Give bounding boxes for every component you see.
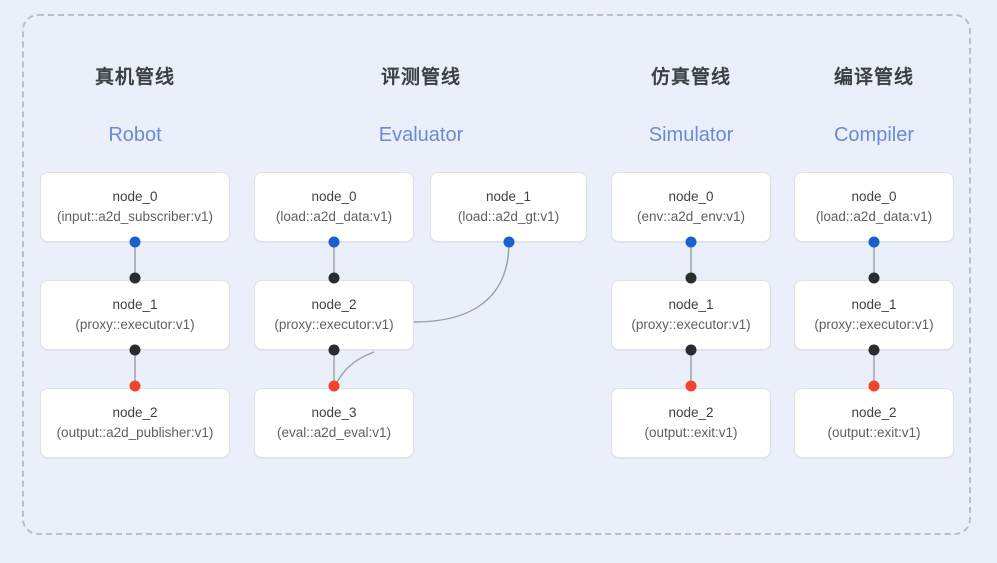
node-name: node_0: [311, 189, 357, 204]
node-compiler-1[interactable]: node_1 (proxy::executor:v1): [794, 280, 954, 350]
port-output-simulator-1[interactable]: [685, 344, 697, 356]
node-robot-2[interactable]: node_2 (output::a2d_publisher:v1): [40, 388, 230, 458]
node-name: node_1: [485, 189, 532, 204]
diagram-dashed-frame: [22, 14, 971, 535]
node-type: (load::a2d_gt:v1): [457, 209, 560, 224]
node-name: node_2: [668, 405, 714, 420]
port-output-simulator-0[interactable]: [685, 236, 697, 248]
port-output-evaluator-2[interactable]: [328, 344, 340, 356]
port-input-evaluator-2[interactable]: [328, 272, 340, 284]
node-name: node_0: [112, 189, 158, 204]
node-name: node_0: [851, 189, 897, 204]
port-input-simulator-2[interactable]: [685, 380, 697, 392]
node-name: node_1: [112, 297, 158, 312]
port-output-compiler-1[interactable]: [868, 344, 880, 356]
column-title-en-robot: Robot: [108, 124, 162, 146]
port-output-compiler-0[interactable]: [868, 236, 880, 248]
port-input-compiler-1[interactable]: [868, 272, 880, 284]
node-name: node_2: [851, 405, 897, 420]
node-type: (output::exit:v1): [644, 425, 738, 440]
node-name: node_2: [311, 297, 357, 312]
node-simulator-0[interactable]: node_0 (env::a2d_env:v1): [611, 172, 771, 242]
node-simulator-2[interactable]: node_2 (output::exit:v1): [611, 388, 771, 458]
port-output-robot-1[interactable]: [129, 344, 141, 356]
node-type: (load::a2d_data:v1): [275, 209, 393, 224]
node-name: node_0: [668, 189, 714, 204]
port-input-robot-1[interactable]: [129, 272, 141, 284]
node-simulator-1[interactable]: node_1 (proxy::executor:v1): [611, 280, 771, 350]
node-type: (input::a2d_subscriber:v1): [56, 209, 214, 224]
node-compiler-0[interactable]: node_0 (load::a2d_data:v1): [794, 172, 954, 242]
node-compiler-2[interactable]: node_2 (output::exit:v1): [794, 388, 954, 458]
node-type: (proxy::executor:v1): [75, 317, 195, 332]
node-name: node_1: [851, 297, 897, 312]
node-evaluator-2[interactable]: node_2 (proxy::executor:v1): [254, 280, 414, 350]
node-name: node_3: [311, 405, 357, 420]
node-type: (env::a2d_env:v1): [636, 209, 746, 224]
port-output-robot-0[interactable]: [129, 236, 141, 248]
port-input-compiler-2[interactable]: [868, 380, 880, 392]
node-robot-0[interactable]: node_0 (input::a2d_subscriber:v1): [40, 172, 230, 242]
node-type: (load::a2d_data:v1): [815, 209, 933, 224]
node-type: (proxy::executor:v1): [814, 317, 934, 332]
port-output-evaluator-0[interactable]: [328, 236, 340, 248]
port-output-evaluator-1[interactable]: [503, 236, 515, 248]
port-input-evaluator-3[interactable]: [328, 380, 340, 392]
column-title-cn-compiler: 编译管线: [833, 67, 914, 88]
node-type: (output::exit:v1): [827, 425, 921, 440]
node-type: (proxy::executor:v1): [274, 317, 394, 332]
column-title-cn-robot: 真机管线: [94, 67, 175, 88]
node-type: (eval::a2d_eval:v1): [276, 425, 392, 440]
port-input-robot-2[interactable]: [129, 380, 141, 392]
node-evaluator-0[interactable]: node_0 (load::a2d_data:v1): [254, 172, 414, 242]
node-name: node_2: [112, 405, 158, 420]
column-title-cn-evaluator: 评测管线: [380, 67, 461, 88]
node-type: (proxy::executor:v1): [631, 317, 751, 332]
node-name: node_1: [668, 297, 714, 312]
port-input-simulator-1[interactable]: [685, 272, 697, 284]
column-title-en-evaluator: Evaluator: [378, 124, 464, 146]
node-evaluator-3[interactable]: node_3 (eval::a2d_eval:v1): [254, 388, 414, 458]
node-type: (output::a2d_publisher:v1): [56, 425, 214, 440]
column-title-en-compiler: Compiler: [833, 124, 915, 146]
node-evaluator-1[interactable]: node_1 (load::a2d_gt:v1): [430, 172, 587, 242]
column-title-en-simulator: Simulator: [648, 124, 734, 146]
column-title-cn-simulator: 仿真管线: [650, 67, 731, 88]
node-robot-1[interactable]: node_1 (proxy::executor:v1): [40, 280, 230, 350]
